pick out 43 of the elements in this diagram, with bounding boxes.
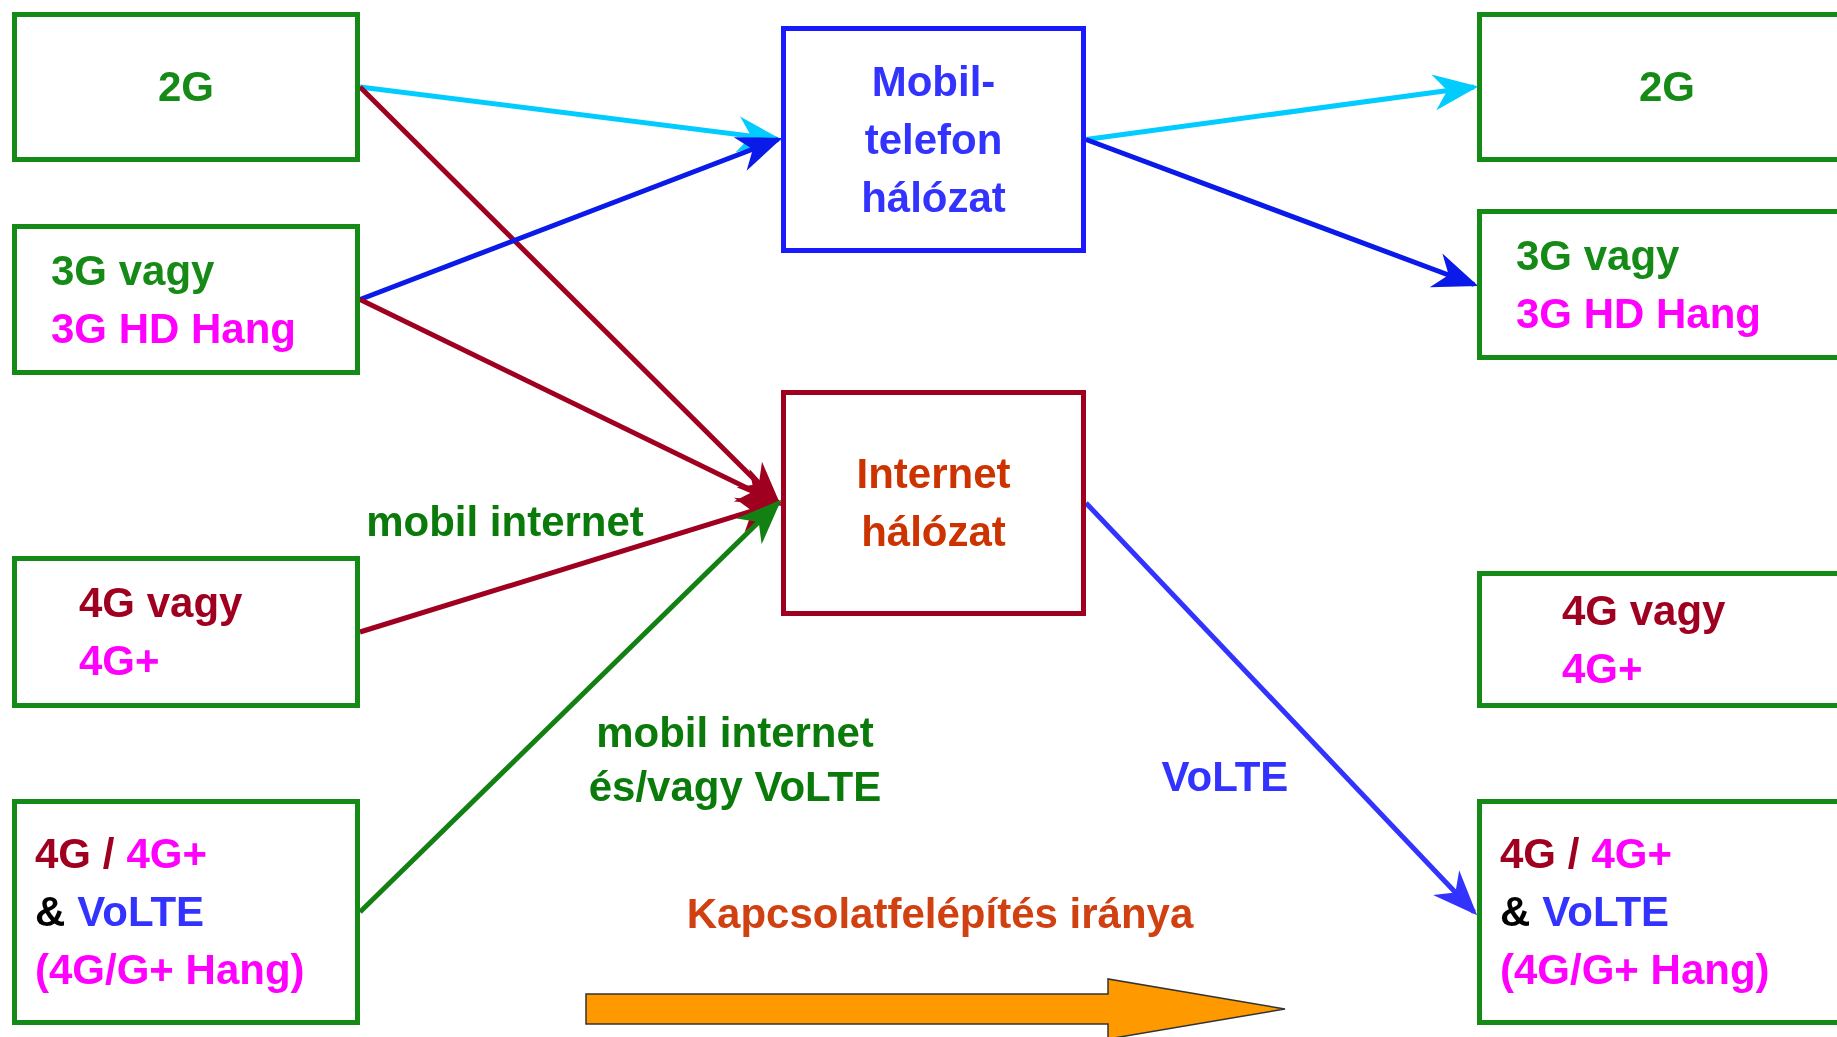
- node-text: Mobil-telefon hálózat: [860, 56, 1007, 223]
- technology-box: [1477, 12, 1837, 162]
- technology-box: [1477, 571, 1837, 708]
- edge-label: mobil internet és/vagy VoLTE: [587, 708, 883, 812]
- node-text: Internet hálózat: [855, 449, 1012, 557]
- arrow: [1084, 501, 1478, 916]
- node-text: 4G /: [35, 829, 115, 879]
- edge-label: mobil internet: [365, 497, 645, 547]
- node-text: VoLTE: [77, 887, 205, 937]
- arrow: [359, 84, 783, 153]
- node-text: 2G: [158, 62, 214, 112]
- technology-box: [12, 556, 360, 708]
- technology-box: [1477, 799, 1837, 1025]
- edge-label: VoLTE: [1160, 752, 1290, 802]
- network-box: [781, 26, 1086, 253]
- node-text: 3G vagy: [1516, 230, 1680, 281]
- node-text: VoLTE: [1542, 887, 1670, 937]
- node-text: 4G /: [1500, 829, 1580, 879]
- technology-box: [12, 799, 360, 1025]
- network-box: [781, 390, 1086, 616]
- arrow: [358, 499, 782, 914]
- node-text: 4G vagy: [1562, 585, 1726, 636]
- technology-box: [12, 224, 360, 375]
- node-text: (4G/G+ Hang): [1500, 945, 1770, 995]
- node-text: 4G+: [1562, 643, 1643, 694]
- node-text: 2G: [1639, 62, 1695, 112]
- node-text: 3G HD Hang: [1516, 288, 1762, 339]
- arrow: [358, 85, 782, 507]
- arrow: [1085, 74, 1479, 142]
- arrow: [359, 137, 783, 302]
- node-text: 3G vagy: [51, 245, 215, 296]
- node-text: &: [35, 887, 66, 937]
- arrow: [1085, 137, 1479, 288]
- direction-label: Kapcsolatfelépítés iránya: [685, 890, 1195, 938]
- node-text: 3G HD Hang: [51, 303, 297, 354]
- technology-box: [12, 12, 360, 162]
- node-text: &: [1500, 887, 1531, 937]
- node-text: 4G+: [1591, 829, 1672, 879]
- node-text: 4G vagy: [79, 578, 243, 628]
- node-text: (4G/G+ Hang): [35, 945, 305, 995]
- node-text: 4G+: [79, 636, 160, 686]
- node-text: 4G+: [126, 829, 207, 879]
- technology-box: [1477, 209, 1837, 360]
